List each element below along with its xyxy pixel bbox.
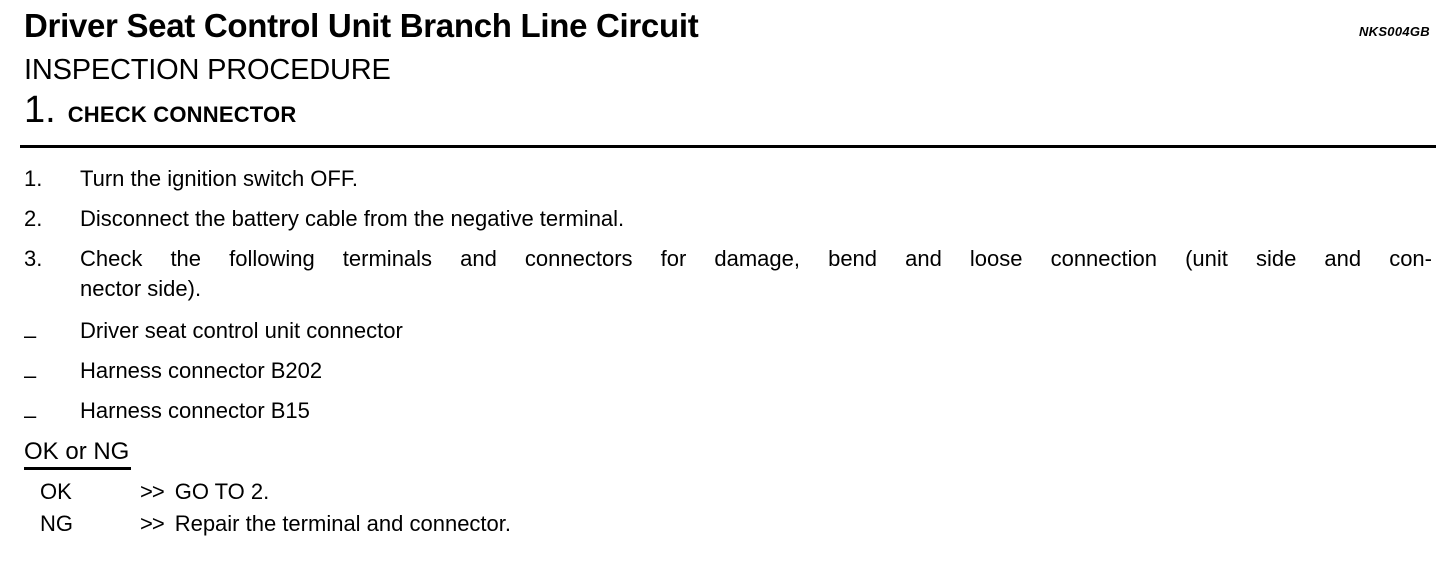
decision-heading: OK or NG (24, 438, 1432, 470)
procedure-step-2: 2. Disconnect the battery cable from the… (24, 204, 1432, 234)
page-title: Driver Seat Control Unit Branch Line Cir… (24, 7, 699, 44)
result-text: Repair the terminal and connector. (174, 511, 512, 536)
step-text: Turn the ignition switch OFF. (80, 164, 1432, 194)
step-heading-number: 1. (24, 89, 56, 131)
results-block: OK >> GO TO 2. NG >> Repair the terminal… (24, 476, 1432, 540)
dash-bullet-icon: – (24, 323, 37, 348)
section-divider-rule (20, 145, 1436, 148)
step-number: 2. (24, 206, 43, 231)
step-text-line: Disconnect the battery cable from the ne… (80, 206, 625, 231)
step-heading: 1. CHECK CONNECTOR (24, 88, 1432, 132)
dash-bullet-icon: – (24, 363, 37, 388)
result-row-ok: OK >> GO TO 2. (24, 476, 1432, 508)
procedure-step-1: 1. Turn the ignition switch OFF. (24, 164, 1432, 194)
step-text-line: Check the following terminals and connec… (80, 246, 1432, 271)
result-label: NG (40, 511, 73, 536)
step-heading-title: CHECK CONNECTOR (67, 102, 297, 127)
result-text: GO TO 2. (174, 479, 270, 504)
bullet-text: Harness connector B15 (80, 398, 310, 423)
procedure-step-3: 3. Check the following terminals and con… (24, 244, 1432, 304)
step-number: 3. (24, 246, 43, 271)
step-text: Check the following terminals and connec… (80, 244, 1432, 304)
result-label: OK (40, 479, 72, 504)
bullet-item-harness-b15: – Harness connector B15 (24, 396, 1432, 428)
dash-bullet-icon: – (24, 403, 37, 428)
decision-heading-label: OK or NG (24, 438, 132, 470)
result-row-ng: NG >> Repair the terminal and connector. (24, 508, 1432, 540)
bullet-item-harness-b202: – Harness connector B202 (24, 356, 1432, 388)
step-text-line: nector side). (80, 276, 202, 301)
bullet-text: Driver seat control unit connector (80, 318, 403, 343)
result-arrows-icon: >> (140, 479, 165, 504)
result-arrows-icon: >> (140, 511, 165, 536)
bullet-text: Harness connector B202 (80, 358, 323, 383)
doc-code: NKS004GB (1358, 24, 1430, 39)
step-number: 1. (24, 166, 43, 191)
bullet-item-driver-seat-connector: – Driver seat control unit connector (24, 316, 1432, 348)
step-text: Disconnect the battery cable from the ne… (80, 204, 1432, 234)
step-text-line: Turn the ignition switch OFF. (80, 166, 358, 191)
section-heading: INSPECTION PROCEDURE (24, 54, 391, 86)
